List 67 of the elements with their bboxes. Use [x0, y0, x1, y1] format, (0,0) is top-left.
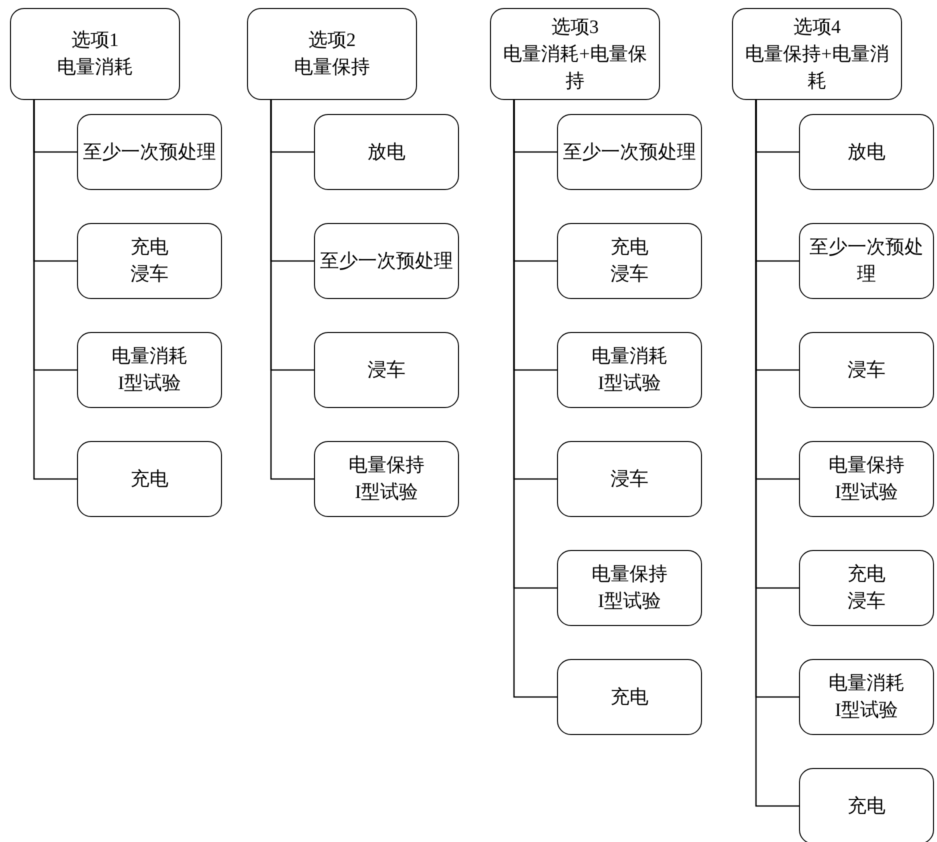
step-text: 浸车 [368, 358, 406, 382]
option-title: 选项1 [71, 29, 119, 53]
step-box [77, 114, 222, 190]
step-text: 电量保持+电量消耗 [744, 42, 890, 94]
step-text: 电量消耗 [592, 345, 668, 369]
connector-line [513, 100, 557, 698]
step-box [77, 223, 222, 299]
option-box [10, 8, 180, 100]
step-box [799, 223, 934, 299]
step-text: 放电 [368, 140, 406, 164]
step-text: 至少一次预处理 [563, 140, 696, 164]
step-text: I型试验 [598, 372, 662, 396]
step-box [799, 768, 934, 842]
step-text: 电量保持 [828, 454, 904, 478]
step-text: 浸车 [848, 358, 886, 382]
step-box [799, 441, 934, 517]
step-box [314, 332, 459, 408]
step-text: I型试验 [834, 481, 898, 505]
step-box [77, 332, 222, 408]
step-text: 充电 [610, 686, 648, 710]
step-box [557, 441, 702, 517]
option-box [247, 8, 417, 100]
connector-line [270, 100, 314, 480]
step-text: 浸车 [848, 590, 886, 614]
step-text: I型试验 [598, 590, 662, 614]
step-text: 浸车 [610, 468, 648, 492]
step-text: 电量保持 [294, 56, 370, 80]
step-text: 放电 [848, 140, 886, 164]
step-text: 充电 [848, 794, 886, 818]
step-text: I型试验 [118, 372, 182, 396]
step-text: 至少一次预处理 [83, 140, 216, 164]
step-text: 充电 [610, 236, 648, 260]
step-box [314, 441, 459, 517]
step-text: I型试验 [354, 481, 418, 505]
option-title: 选项2 [308, 29, 356, 53]
step-box [799, 332, 934, 408]
option-title: 选项3 [551, 16, 599, 40]
step-text: 浸车 [130, 263, 168, 287]
step-text: 电量消耗 [57, 56, 133, 80]
step-text: 充电 [848, 563, 886, 587]
step-text: 电量保持 [348, 454, 424, 478]
step-text: 充电 [130, 236, 168, 260]
step-text: 电量消耗 [828, 672, 904, 696]
step-box [557, 223, 702, 299]
option-box [490, 8, 660, 100]
step-box [557, 550, 702, 626]
step-text: I型试验 [834, 699, 898, 723]
step-box [799, 659, 934, 735]
step-box [557, 332, 702, 408]
step-text: 至少一次预处理 [808, 236, 924, 287]
option-box [732, 8, 902, 100]
step-text: 浸车 [610, 263, 648, 287]
step-text: 电量保持 [592, 563, 668, 587]
option-title: 选项4 [793, 16, 841, 40]
step-box [77, 441, 222, 517]
step-text: 至少一次预处理 [320, 250, 453, 274]
step-text: 电量消耗+电量保持 [502, 42, 648, 94]
step-text: 充电 [130, 468, 168, 492]
step-box [557, 114, 702, 190]
connector-line [33, 100, 77, 480]
step-text: 电量消耗 [112, 345, 188, 369]
step-box [314, 114, 459, 190]
step-box [314, 223, 459, 299]
connector-line [755, 100, 799, 807]
step-box [799, 114, 934, 190]
step-box [799, 550, 934, 626]
step-box [557, 659, 702, 735]
